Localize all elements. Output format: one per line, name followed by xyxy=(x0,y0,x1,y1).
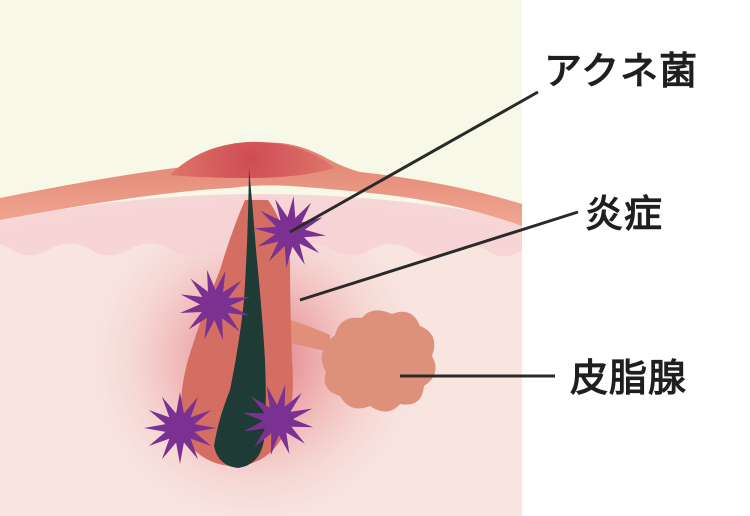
acne-bacterium xyxy=(179,269,251,341)
label-acne-bacteria: アクネ菌 xyxy=(544,49,699,93)
hair-shaft xyxy=(214,168,266,468)
acne-bacterium xyxy=(144,392,216,464)
label-inflammation: 炎症 xyxy=(585,192,664,236)
sebaceous-gland xyxy=(321,310,436,412)
acne-bacterium xyxy=(242,384,314,456)
leader-line-inflammation xyxy=(299,210,579,302)
epidermis xyxy=(0,142,522,226)
leader-line-acne xyxy=(289,90,539,234)
skin-bump xyxy=(170,141,335,178)
label-sebaceous-gland: 皮脂腺 xyxy=(570,356,688,400)
